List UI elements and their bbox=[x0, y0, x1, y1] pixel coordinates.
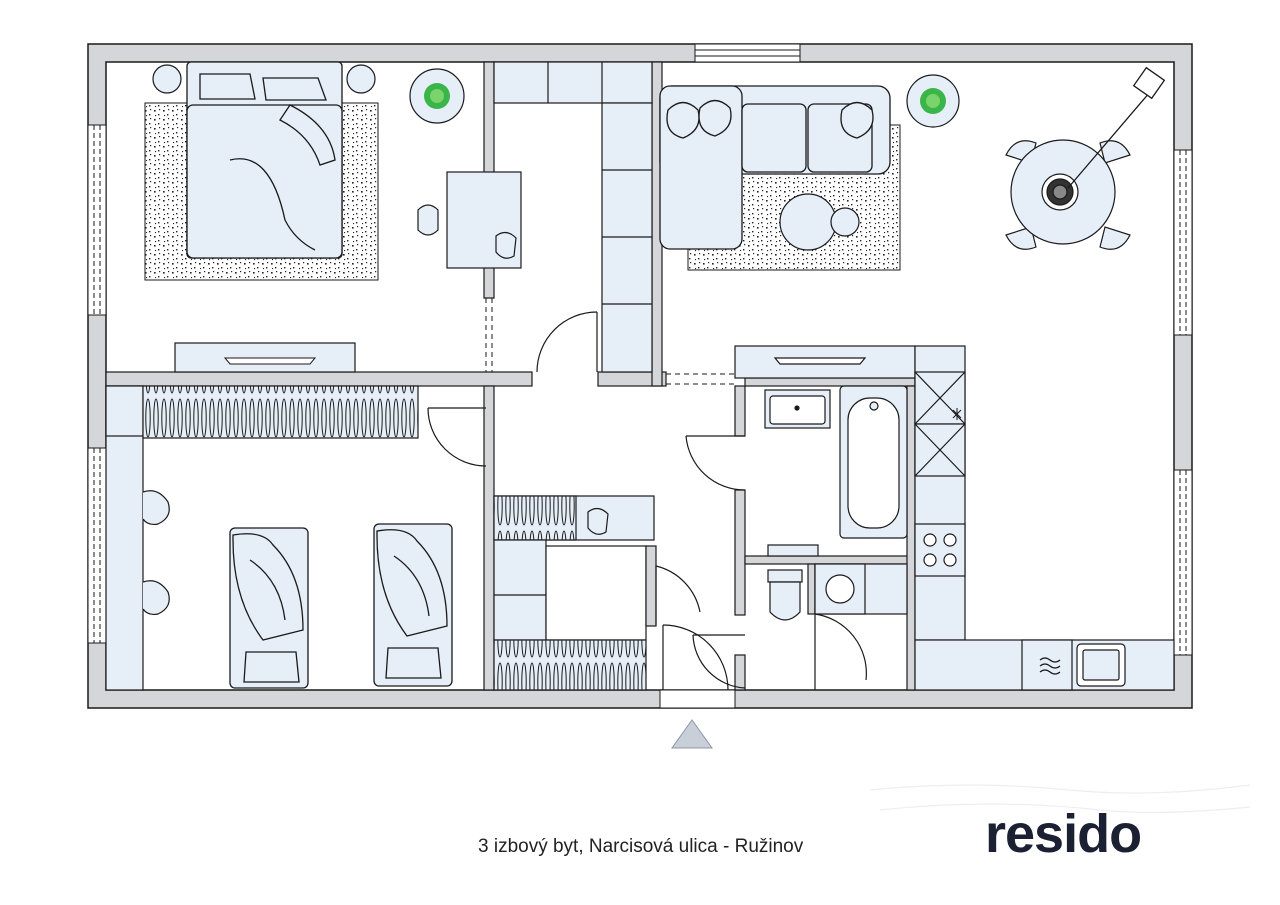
desk bbox=[417, 171, 522, 269]
living-room bbox=[659, 66, 1166, 271]
dashed-openings bbox=[485, 298, 735, 385]
entrance-arrow-icon bbox=[671, 719, 713, 749]
nightstand-left bbox=[152, 64, 182, 94]
hall-door-swing bbox=[655, 565, 729, 691]
coffee-table bbox=[779, 193, 837, 251]
plant-icon bbox=[409, 68, 465, 124]
hall-storage bbox=[493, 495, 657, 691]
interior-walls bbox=[105, 61, 916, 691]
front-door-opening bbox=[659, 689, 736, 709]
windows bbox=[87, 43, 1193, 656]
kids-room-door-swing bbox=[427, 407, 487, 467]
single-bed-left bbox=[229, 527, 309, 689]
svg-text:resido: resido bbox=[985, 804, 1141, 864]
plant-icon bbox=[906, 74, 960, 128]
toilet-and-washer bbox=[767, 563, 908, 621]
nightstand-right bbox=[346, 64, 376, 94]
brand-logo: resido bbox=[985, 804, 1142, 864]
watermark bbox=[869, 784, 1251, 813]
bedroom bbox=[144, 61, 522, 373]
kids-room bbox=[105, 385, 453, 691]
double-bed bbox=[186, 61, 343, 259]
side-table bbox=[830, 207, 860, 237]
dining-set bbox=[1005, 139, 1131, 250]
plan-caption: 3 izbový byt, Narcisová ulica - Ružinov bbox=[478, 836, 804, 857]
single-bed-right bbox=[373, 523, 453, 687]
floor-lamp-icon bbox=[1067, 66, 1166, 189]
tv-console bbox=[174, 342, 356, 373]
kitchen-corner-marker bbox=[952, 408, 962, 420]
bathroom-door-swings bbox=[685, 435, 867, 690]
door-swing-corridor bbox=[536, 311, 598, 373]
bathroom bbox=[764, 385, 908, 557]
wardrobe-storage bbox=[493, 61, 653, 373]
sofa bbox=[659, 85, 891, 250]
